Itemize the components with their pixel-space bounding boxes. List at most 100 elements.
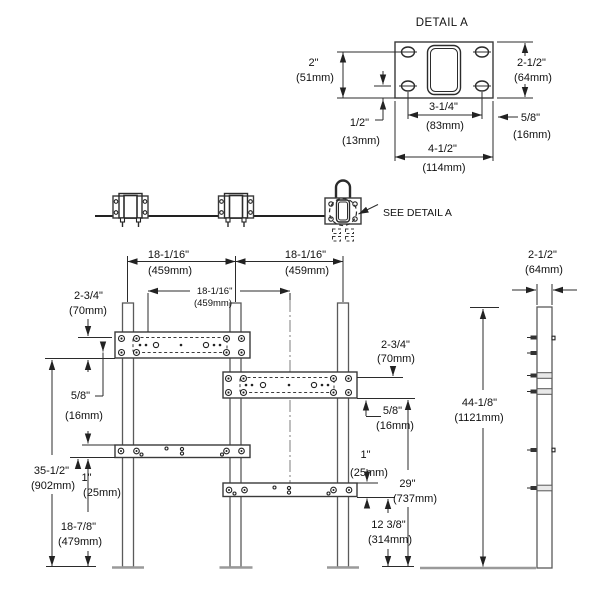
dim-hole-offset-in: 1/2" xyxy=(350,117,369,129)
dim-height-lower: 18-7/8" (479mm) xyxy=(46,459,102,567)
svg-text:29" (737mm): 29" (737mm) xyxy=(393,478,437,505)
dim-plate-height-right-in: 2-1/2" xyxy=(517,57,546,69)
dim-height-upper-mm: (902mm) xyxy=(31,480,75,492)
see-detail-label: SEE DETAIL A xyxy=(383,207,452,219)
dim-offset-top-left-mm: (70mm) xyxy=(69,305,107,317)
dim-plate-height-left-mm: (51mm) xyxy=(296,72,334,84)
dim-hole-offset: 1/2" (13mm) xyxy=(342,71,391,147)
post-right xyxy=(336,302,350,568)
dim-height-strap-in: 12 3/8" xyxy=(371,519,406,531)
bar2-bolts xyxy=(224,374,353,397)
dim-plate-thk-right: 5/8" (16mm) xyxy=(357,398,415,432)
dim-hole-spacing: 3-1/4" (83mm) xyxy=(407,92,483,132)
dim-post-width-in: 2-1/2" xyxy=(528,249,557,261)
dim-strap-thk-right: 1" (25mm) xyxy=(350,449,395,509)
detail-a-title: DETAIL A xyxy=(416,17,468,29)
svg-text:2" (51mm): 2" (51mm) xyxy=(296,57,334,84)
svg-text:18-1/16" (459mm): 18-1/16" (459mm) xyxy=(148,249,192,277)
dim-span-inner-in: 18-1/16" xyxy=(197,286,233,297)
svg-text:18-1/16" (459mm): 18-1/16" (459mm) xyxy=(194,286,235,309)
dim-post-height: 44-1/8" (1121mm) xyxy=(454,307,504,567)
see-detail-leader xyxy=(358,204,379,215)
dim-span-right-in: 18-1/16" xyxy=(285,249,326,261)
svg-text:5/8" (16mm): 5/8" (16mm) xyxy=(65,390,103,422)
dim-height-lower-mm: (479mm) xyxy=(58,536,102,548)
bracket-left xyxy=(112,192,149,228)
dim-spans-top: 18-1/16" (459mm) 18-1/16" (459mm) xyxy=(127,249,344,302)
dim-plate-thk-left-mm: (16mm) xyxy=(65,410,103,422)
dim-offset-top-right: 2-3/4" (70mm) xyxy=(357,339,415,378)
nuts-dashed xyxy=(332,228,354,242)
dim-plate-width-mm: (114mm) xyxy=(422,162,465,174)
side-view: 2-1/2" (64mm) 44-1/8" (1121mm) xyxy=(420,249,577,570)
dim-hole-offset-mm: (13mm) xyxy=(342,135,380,147)
side-post xyxy=(536,306,553,569)
strap-bar-3 xyxy=(114,444,251,459)
dim-offset-top-right-mm: (70mm) xyxy=(377,353,415,365)
dim-offset-top-left: 2-3/4" (70mm) xyxy=(69,290,112,338)
dim-offset-top-left-in: 2-3/4" xyxy=(74,290,103,302)
svg-text:18-7/8" (479mm): 18-7/8" (479mm) xyxy=(58,521,102,548)
dim-span-right-mm: (459mm) xyxy=(285,265,329,277)
bracket-middle xyxy=(217,192,255,228)
mounting-bar-1 xyxy=(114,331,251,359)
dim-edge-margin-in: 5/8" xyxy=(521,112,540,124)
front-view: 18-1/16" (459mm) 18-1/16" (459mm) 18-1/1… xyxy=(31,249,437,569)
svg-text:1" (25mm): 1" (25mm) xyxy=(81,472,120,499)
dim-strap-thk-right-in: 1" xyxy=(360,449,370,461)
svg-text:35-1/2" (902mm): 35-1/2" (902mm) xyxy=(31,465,75,492)
dim-span-left-in: 18-1/16" xyxy=(148,249,189,261)
dim-plate-thk-right-mm: (16mm) xyxy=(376,420,414,432)
dim-height-mid-in: 29" xyxy=(399,478,415,490)
dim-post-height-in: 44-1/8" xyxy=(462,397,497,409)
dim-plate-width-in: 4-1/2" xyxy=(428,143,457,155)
plan-view: SEE DETAIL A xyxy=(95,179,452,242)
bar1-bolts xyxy=(117,334,246,357)
svg-text:2-3/4" (70mm): 2-3/4" (70mm) xyxy=(69,290,107,317)
mounting-holes xyxy=(399,46,491,92)
svg-text:2-1/2" (64mm): 2-1/2" (64mm) xyxy=(514,57,552,84)
dim-strap-thk-right-mm: (25mm) xyxy=(350,467,388,479)
dim-height-upper-in: 35-1/2" xyxy=(34,465,69,477)
dim-hole-spacing-in: 3-1/4" xyxy=(429,101,458,113)
dim-plate-thk-left: 5/8" (16mm) xyxy=(45,341,115,422)
dim-plate-thk-left-in: 5/8" xyxy=(71,390,90,402)
dim-height-mid: 29" (737mm) xyxy=(393,400,437,566)
dim-edge-margin-mm: (16mm) xyxy=(513,129,551,141)
dim-span-inner-mm: (459mm) xyxy=(194,298,232,309)
dim-height-lower-in: 18-7/8" xyxy=(61,521,96,533)
strap-bar-4 xyxy=(222,482,358,498)
dim-plate-height-left-in: 2" xyxy=(308,57,318,69)
dim-offset-top-right-in: 2-3/4" xyxy=(381,339,410,351)
detail-a-view: DETAIL A 2" (51mm) xyxy=(296,17,552,174)
dim-post-width: 2-1/2" (64mm) xyxy=(512,249,577,305)
svg-text:44-1/8" (1121mm): 44-1/8" (1121mm) xyxy=(454,397,503,424)
dim-span-left-mm: (459mm) xyxy=(148,265,192,277)
dim-height-strap: 12 3/8" (314mm) xyxy=(368,499,414,567)
svg-text:5/8" (16mm): 5/8" (16mm) xyxy=(376,405,414,432)
svg-text:2-1/2" (64mm): 2-1/2" (64mm) xyxy=(525,249,563,276)
dim-strap-thk-left: 1" (25mm) xyxy=(70,431,121,499)
svg-text:3-1/4" (83mm): 3-1/4" (83mm) xyxy=(426,101,464,132)
tube-cutout-outer xyxy=(426,44,462,96)
svg-text:4-1/2" (114mm): 4-1/2" (114mm) xyxy=(422,143,465,174)
dim-strap-thk-left-in: 1" xyxy=(81,472,91,484)
dim-plate-thk-right-in: 5/8" xyxy=(383,405,402,417)
bracket-right xyxy=(324,179,362,242)
tube-cutout-inner xyxy=(430,48,458,92)
svg-text:5/8" (16mm): 5/8" (16mm) xyxy=(513,112,551,141)
svg-text:2-3/4" (70mm): 2-3/4" (70mm) xyxy=(377,339,415,365)
dim-span-inner: 18-1/16" (459mm) xyxy=(147,286,291,332)
svg-text:12 3/8" (314mm): 12 3/8" (314mm) xyxy=(368,519,412,546)
svg-text:18-1/16" (459mm): 18-1/16" (459mm) xyxy=(285,249,329,277)
dim-plate-height-right-mm: (64mm) xyxy=(514,72,552,84)
dim-plate-height-right: 2-1/2" (64mm) xyxy=(497,41,552,99)
side-bolts xyxy=(527,335,556,490)
dim-height-mid-mm: (737mm) xyxy=(393,493,437,505)
dim-post-width-mm: (64mm) xyxy=(525,264,563,276)
dim-plate-width: 4-1/2" (114mm) xyxy=(394,101,494,174)
dim-hole-spacing-mm: (83mm) xyxy=(426,120,464,132)
dim-strap-thk-left-mm: (25mm) xyxy=(83,487,121,499)
